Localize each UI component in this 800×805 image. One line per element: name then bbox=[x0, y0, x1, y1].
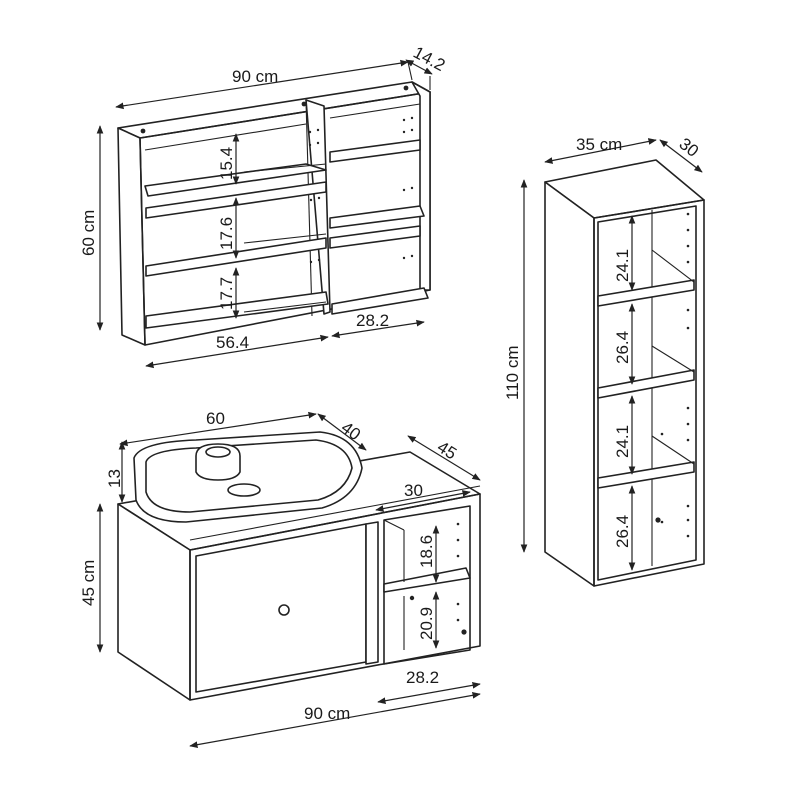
tall-shelf-1 bbox=[597, 279, 695, 307]
tall-cabinet-front bbox=[593, 199, 705, 587]
mirror-width-label: 90 cm bbox=[232, 67, 278, 86]
tall-shelf-1-label: 24.1 bbox=[613, 249, 632, 282]
tall-cabinet-pin-holes bbox=[655, 212, 690, 538]
mirror-depth-label: 14.2 bbox=[410, 43, 448, 75]
mirror-shelf-2-right bbox=[329, 205, 425, 229]
tall-height-label: 110 cm bbox=[503, 346, 522, 401]
basin-height-label: 13 bbox=[105, 469, 124, 488]
vanity-front bbox=[189, 493, 481, 701]
mirror-shelf-2-label: 17.6 bbox=[217, 217, 236, 250]
mirror-shelf-3-label: 17.7 bbox=[217, 277, 236, 310]
mirror-cabinet-right-side bbox=[411, 81, 431, 291]
tall-cabinet: 24.1 26.4 24.1 26.4 35 cm 30 110 cm bbox=[503, 134, 705, 587]
tall-shelf-2 bbox=[597, 369, 695, 399]
vanity-pin-holes bbox=[409, 522, 467, 635]
tall-depth-label: 30 bbox=[676, 134, 703, 161]
tall-shelf-3-label: 24.1 bbox=[613, 425, 632, 458]
open-width-bottom-label: 28.2 bbox=[406, 668, 439, 687]
drain-icon bbox=[227, 483, 261, 497]
mirror-shelf-3-right bbox=[329, 225, 421, 249]
mirror-right-width-label: 28.2 bbox=[356, 311, 389, 330]
mirror-shelf-bottom-left bbox=[145, 291, 329, 329]
top-depth-label: 45 bbox=[434, 437, 460, 463]
vanity-height-label: 45 cm bbox=[79, 560, 98, 606]
tall-shelf-4-label: 26.4 bbox=[613, 515, 632, 548]
mirror-shelf-1-label: 15.4 bbox=[217, 147, 236, 180]
mirror-left-width-label: 56.4 bbox=[216, 333, 249, 352]
vanity-unit: 60 40 45 13 45 cm 30 18.6 20.9 28.2 90 c… bbox=[79, 409, 481, 748]
vanity-shelf-1-label: 18.6 bbox=[417, 535, 436, 568]
door-knob-icon bbox=[278, 604, 290, 616]
mirror-cabinet-pin-holes bbox=[308, 116, 414, 264]
tall-width-label: 35 cm bbox=[576, 135, 622, 154]
vanity-divider bbox=[365, 521, 379, 665]
open-width-top-label: 30 bbox=[404, 481, 423, 500]
vanity-open-shelf bbox=[383, 567, 471, 593]
mirror-height-label: 60 cm bbox=[79, 210, 98, 256]
mirror-cabinet: 90 cm 14.2 60 cm 15.4 17.6 17.7 56.4 28.… bbox=[79, 43, 448, 369]
vanity-width-label: 90 cm bbox=[304, 704, 350, 723]
tall-shelf-3 bbox=[597, 461, 695, 489]
mirror-shelf-1-right bbox=[329, 139, 421, 163]
mirror-shelf-bottom-right bbox=[331, 287, 429, 315]
basin-width-label: 60 bbox=[206, 409, 225, 428]
vanity-shelf-2-label: 20.9 bbox=[417, 607, 436, 640]
tall-cabinet-left-side bbox=[544, 181, 595, 587]
tall-shelf-2-label: 26.4 bbox=[613, 331, 632, 364]
